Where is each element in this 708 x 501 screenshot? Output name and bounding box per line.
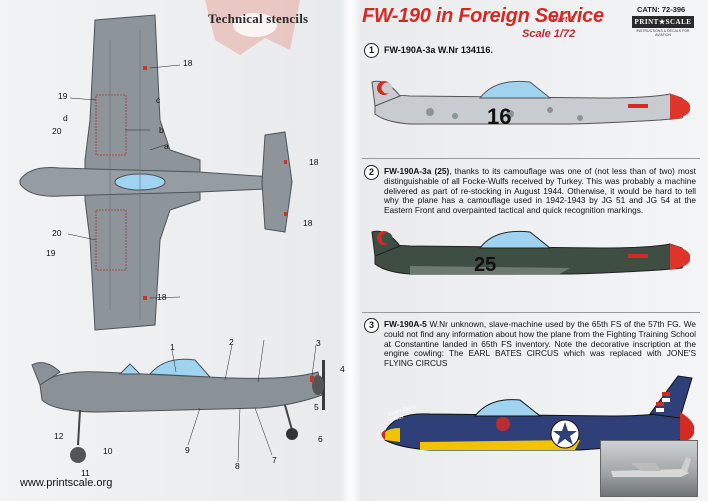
tail-wheel bbox=[70, 447, 86, 463]
logo-subtitle: INSTRUCTIONS & DECALS FOR AVIATION bbox=[636, 29, 690, 37]
aircraft-1-number: 16 bbox=[487, 104, 512, 129]
callout-18: 18 bbox=[309, 157, 319, 167]
scale-label: Scale 1/72 bbox=[522, 28, 576, 40]
section-3-number: 3 bbox=[364, 318, 379, 333]
callout-11: 11 bbox=[81, 468, 90, 478]
callout-20: 20 bbox=[52, 228, 62, 238]
callout-19: 19 bbox=[58, 91, 68, 101]
callout-7: 7 bbox=[272, 455, 277, 465]
main-wheel bbox=[286, 428, 298, 440]
callout-20: 20 bbox=[52, 126, 62, 136]
callout-18: 18 bbox=[183, 58, 193, 68]
technical-stencils-title: Technical stencils bbox=[208, 11, 309, 26]
aircraft-2-profile bbox=[371, 230, 690, 275]
callout-3: 3 bbox=[316, 338, 321, 348]
callout-6: 6 bbox=[318, 434, 323, 444]
flag-emblem bbox=[205, 0, 300, 55]
callout-c: c bbox=[156, 95, 161, 105]
tailplane-top-view bbox=[261, 131, 293, 233]
divider-2 bbox=[362, 312, 700, 313]
printscale-logo: PRINT★SCALE bbox=[632, 16, 694, 28]
callout-10: 10 bbox=[103, 446, 113, 456]
left-page: Technical stencils bbox=[0, 0, 352, 501]
callout-b: b bbox=[159, 125, 164, 135]
callout-2: 2 bbox=[229, 337, 234, 347]
section-3-text: W.Nr unknown, slave-machine used by the … bbox=[384, 319, 696, 369]
reference-photo bbox=[600, 440, 698, 497]
callout-9: 9 bbox=[185, 445, 190, 455]
main-title: FW-190 in Foreign Service bbox=[362, 5, 604, 27]
section-2-text: , thanks to its camouflage was one of (n… bbox=[384, 166, 696, 216]
fuselage-side-view bbox=[39, 371, 323, 413]
callout-18: 18 bbox=[157, 292, 167, 302]
top-view-aircraft bbox=[19, 14, 325, 463]
divider-1 bbox=[362, 158, 700, 159]
callout-1: 1 bbox=[170, 342, 175, 352]
section-3-heading: FW-190A-5 bbox=[384, 319, 427, 329]
website-url[interactable]: www.printscale.org bbox=[20, 477, 113, 489]
callout-18: 18 bbox=[303, 218, 313, 228]
section-2-number: 2 bbox=[364, 165, 379, 180]
aircraft-2-number: 25 bbox=[474, 254, 497, 276]
callout-5: 5 bbox=[314, 402, 319, 412]
section-1-heading: FW-190A-3a W.Nr 134116. bbox=[384, 45, 493, 55]
aircraft-1-profile bbox=[371, 80, 690, 125]
callout-4: 4 bbox=[340, 364, 345, 374]
callout-12: 12 bbox=[54, 431, 64, 441]
part-label: Part-2 bbox=[552, 15, 575, 24]
tail-fin-side-view bbox=[31, 362, 61, 386]
callout-19: 19 bbox=[46, 248, 56, 258]
section-2-heading: FW-190A-3a (25) bbox=[384, 166, 450, 176]
callout-d: d bbox=[63, 113, 68, 123]
callout-a: a bbox=[164, 141, 169, 151]
section-1-number: 1 bbox=[364, 43, 379, 58]
callout-8: 8 bbox=[235, 461, 240, 471]
catalog-number: CATN: 72-396 bbox=[637, 5, 686, 14]
canopy-side-view bbox=[148, 358, 212, 378]
